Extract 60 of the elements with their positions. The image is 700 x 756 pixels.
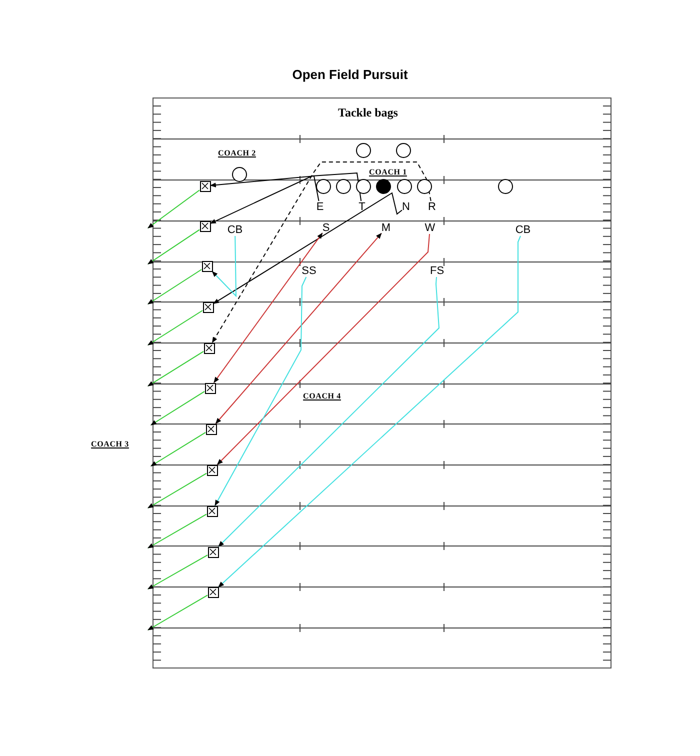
ball-carrier-square	[206, 424, 216, 434]
pursuit-arrow	[147, 514, 207, 548]
pursuit-path-arrow	[216, 234, 430, 465]
player-circle	[396, 178, 412, 194]
player-position-label: M	[381, 222, 391, 234]
player-position-label: W	[424, 222, 436, 234]
pursuit-arrow	[147, 594, 208, 630]
ball-carrier-square	[208, 586, 218, 598]
pursuit-path-arrow	[214, 232, 323, 383]
pursuit-arrow	[147, 554, 208, 590]
ball-carrier-square	[206, 464, 218, 476]
pursuit-arrow	[150, 390, 205, 426]
player-position-label: S	[322, 222, 330, 234]
diagram-title: Open Field Pursuit	[291, 67, 409, 82]
pursuit-arrow	[150, 432, 206, 466]
coach-label: COACH 2	[218, 148, 256, 158]
pursuit-path-arrow	[210, 172, 362, 224]
coach-label: COACH 1	[369, 168, 407, 176]
player-position-label: E	[316, 201, 324, 213]
ball-carrier-square	[204, 382, 216, 394]
pursuit-path-arrow	[212, 162, 432, 344]
pursuit-path-arrow	[212, 236, 237, 298]
ball-carrier-square	[202, 302, 214, 312]
player-circle	[232, 166, 246, 182]
pursuit-arrow	[148, 190, 200, 228]
ball-carrier-square	[200, 220, 210, 232]
player-position-label: R	[428, 201, 436, 213]
ball-carrier-square	[202, 260, 212, 272]
player-circle	[498, 178, 512, 194]
player-circle	[356, 142, 370, 158]
pursuit-arrow	[147, 472, 207, 508]
pursuit-path-arrow	[214, 276, 307, 506]
ball-carrier-square	[208, 546, 218, 558]
player-position-label: T	[358, 201, 366, 213]
ball-carrier-square	[204, 342, 214, 354]
player-position-label: CB	[227, 224, 243, 236]
pursuit-arrow	[148, 229, 200, 264]
pursuit-arrow	[148, 310, 203, 346]
ball-disc	[376, 178, 390, 194]
player-position-label: SS	[302, 265, 316, 277]
pursuit-arrow	[148, 350, 204, 386]
pursuit-path-arrow	[215, 232, 382, 424]
pursuit-path-arrow	[210, 175, 320, 202]
ball-carrier-square	[206, 506, 218, 516]
pursuit-path-arrow	[213, 192, 402, 304]
coach-label: COACH 3	[91, 440, 129, 448]
heading-text: Tackle bags	[338, 106, 398, 120]
pursuit-arrow	[148, 269, 202, 304]
player-position-label: N	[402, 201, 410, 213]
pursuit-path-arrow	[218, 236, 521, 588]
player-circle	[416, 178, 432, 194]
player-position-label: FS	[430, 265, 444, 277]
player-circle	[396, 142, 410, 158]
coach-label: COACH 4	[303, 392, 341, 400]
player-position-label: CB	[515, 224, 531, 236]
player-circle	[316, 178, 330, 194]
pursuit-path-arrow	[218, 276, 440, 547]
ball-carrier-square	[200, 180, 210, 192]
player-circle	[336, 178, 350, 194]
player-circle	[356, 178, 370, 194]
